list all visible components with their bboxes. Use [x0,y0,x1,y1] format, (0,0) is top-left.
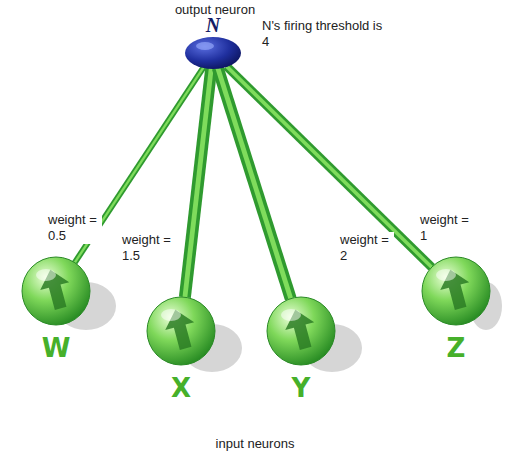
neuron-letter: Y [265,373,337,403]
synapse-highlight [185,68,211,297]
caption-label: input neurons [175,436,335,452]
synapse-connector [218,68,291,299]
output-neuron: N [183,14,243,70]
neuron-body [267,297,335,365]
weight-label: weight = 1 [420,212,474,244]
arrow-symbol [36,266,75,312]
arrow-symbol [436,266,475,312]
neuron-letter: N [183,14,243,36]
weight-label: weight = 0.5 [48,212,102,244]
neuron-letter: W [20,333,92,363]
weight-label: weight = 2 [340,232,394,264]
synapse-connector [185,68,211,297]
synapse-highlight [226,66,431,267]
sphere-highlight [281,309,301,321]
synapse-connector [226,66,431,267]
neuron-body [147,297,215,365]
neuron-body [20,255,92,327]
sphere-highlight [436,269,456,281]
sphere-highlight [36,269,56,281]
input-neuron: Z [420,255,492,380]
neuron-body [185,37,241,69]
synapse-highlight [218,68,291,299]
input-neuron: Y [265,295,337,420]
neuron-body [420,255,492,327]
neuron-body [183,36,243,70]
input-neuron: W [20,255,92,380]
neuron-letter: Z [420,333,492,363]
sphere-highlight [161,309,181,321]
weight-label: weight = 1.5 [122,232,176,264]
neuron-highlight [196,42,214,50]
input-neuron: X [145,295,217,420]
neuron-body [22,257,90,325]
caption-label: output neuron [150,2,280,18]
arrow-symbol [161,306,200,352]
neuron-letter: X [145,373,217,403]
neuron-body [145,295,217,367]
arrow-symbol [281,306,320,352]
neuron-body [265,295,337,367]
caption-label: N's firing threshold is 4 [262,18,392,50]
neuron-body [422,257,490,325]
